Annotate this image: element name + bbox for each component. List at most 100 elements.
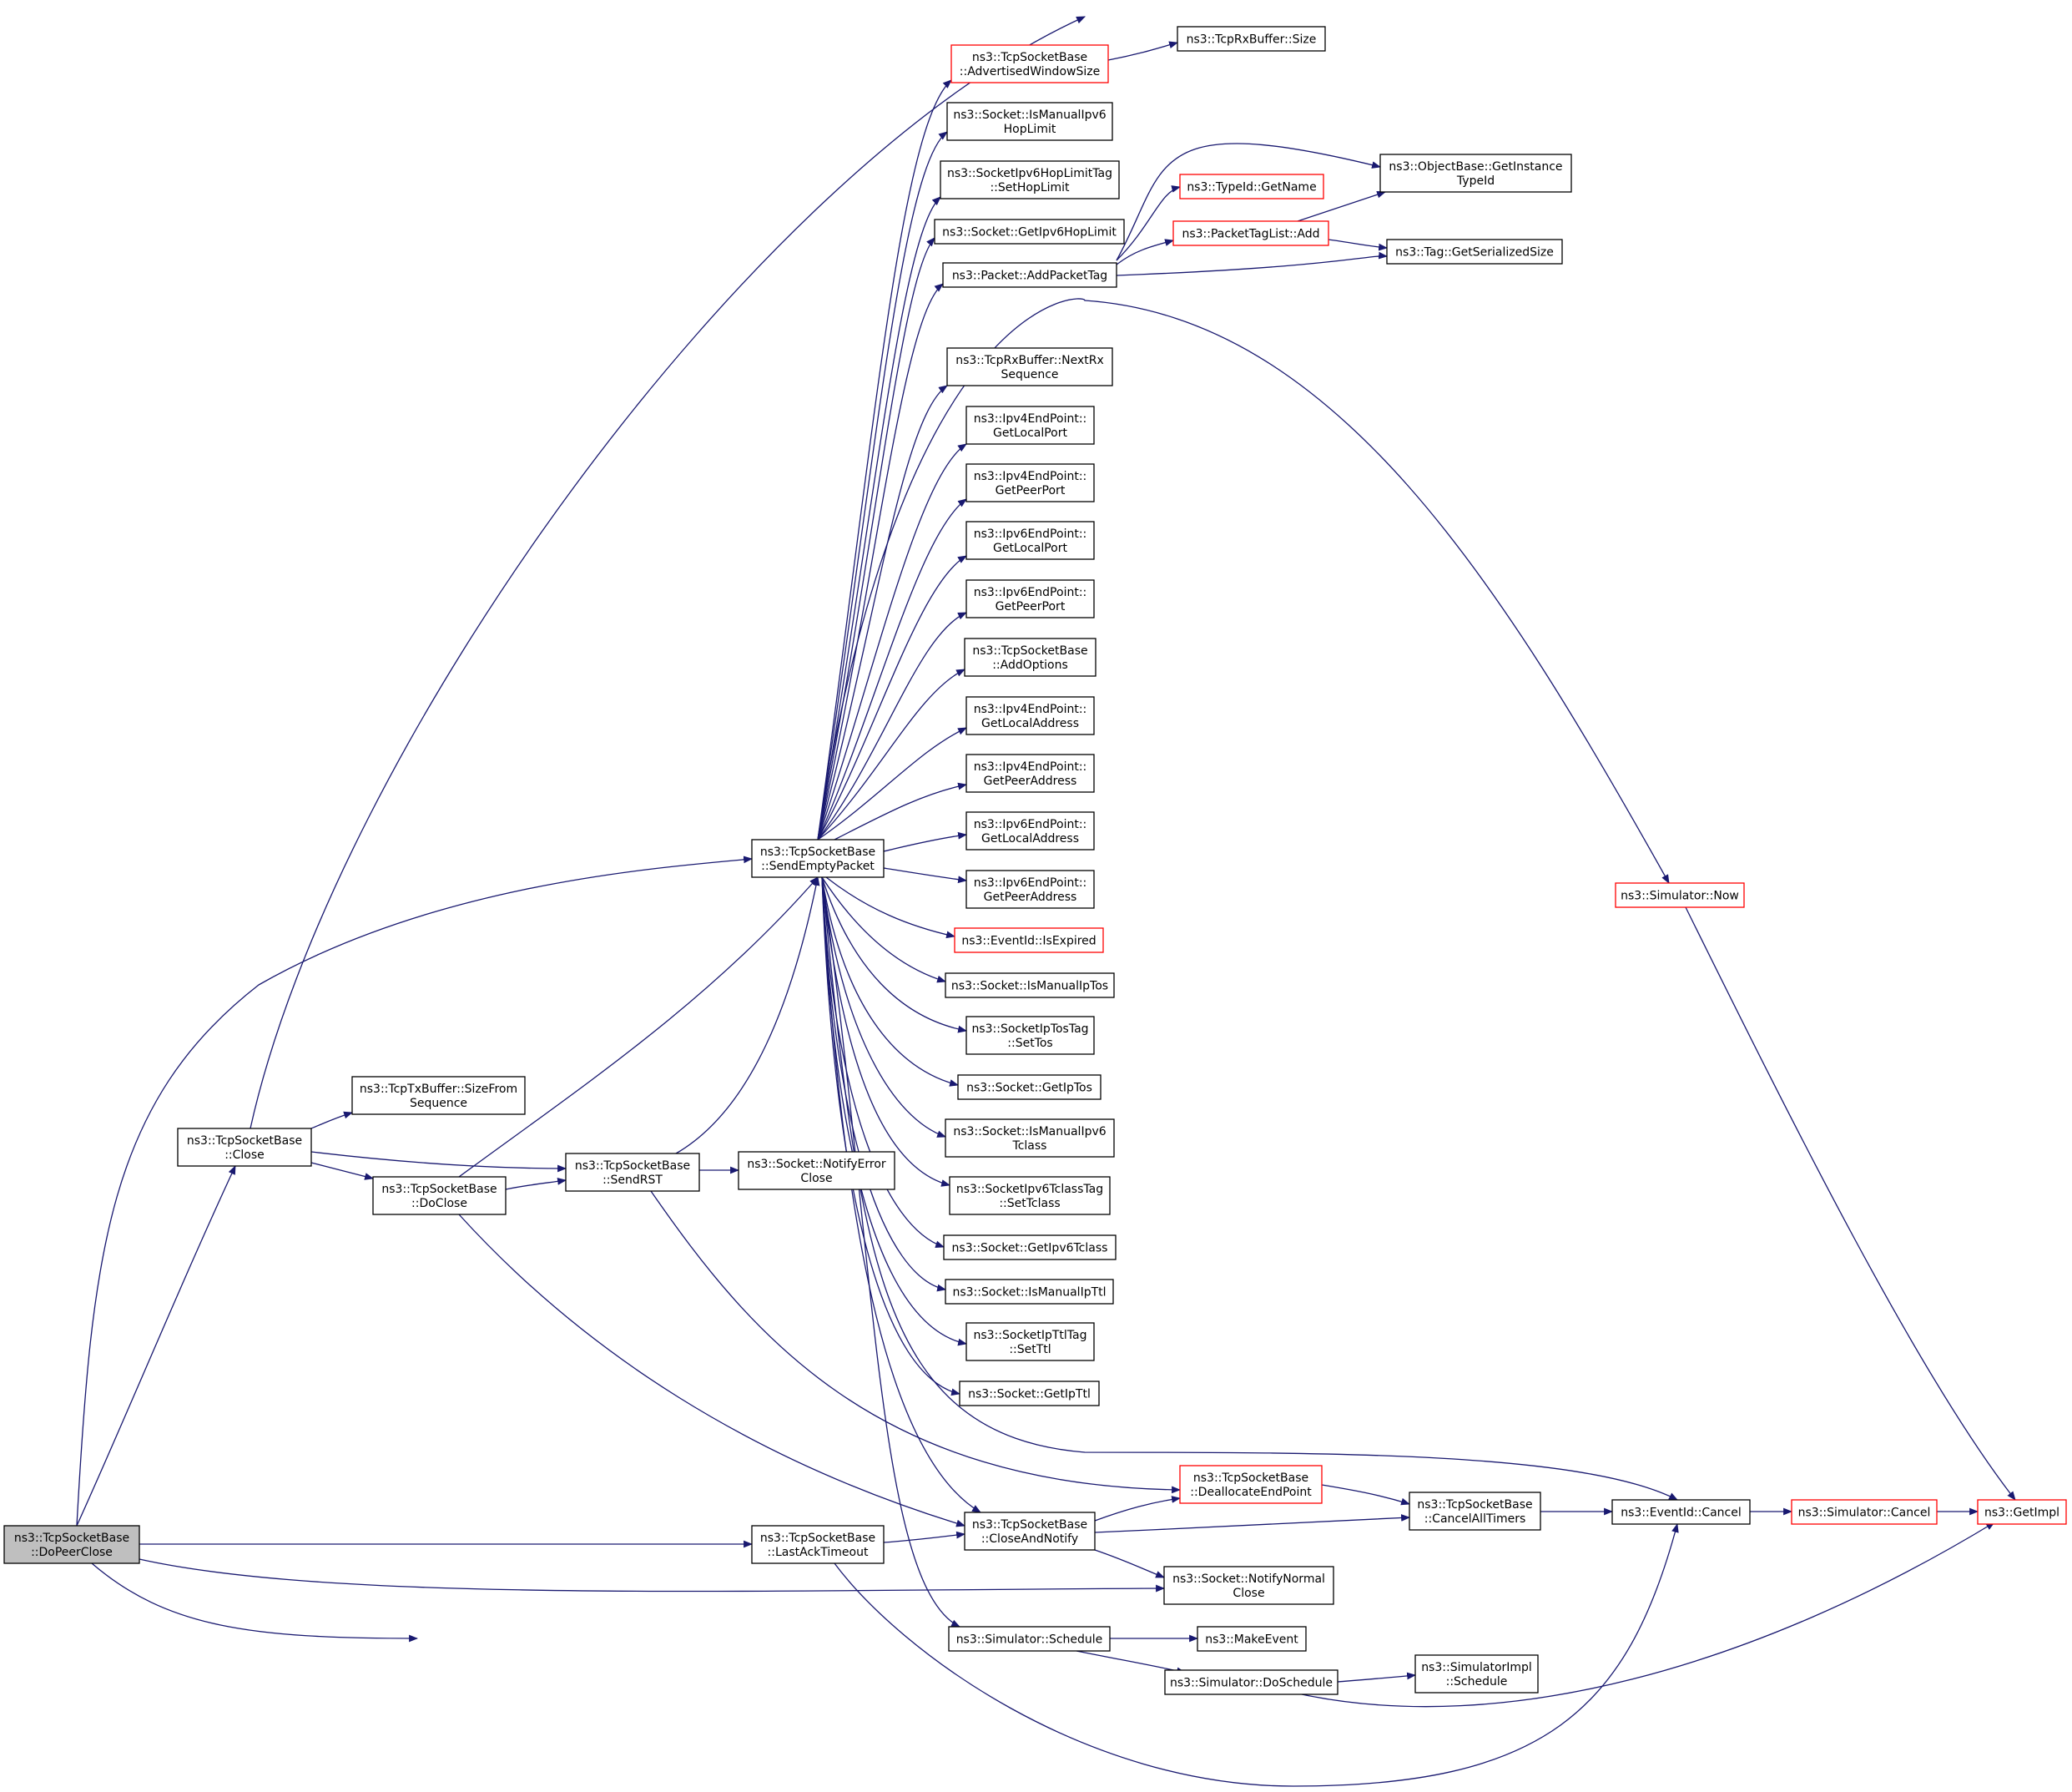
node-box[interactable]: [965, 754, 1095, 793]
node-box[interactable]: [946, 102, 1113, 141]
node-box[interactable]: [1164, 1669, 1338, 1695]
node-box[interactable]: [959, 1381, 1100, 1406]
node-box[interactable]: [964, 638, 1096, 677]
node-simimplschedule[interactable]: ns3::SimulatorImpl::Schedule: [1414, 1654, 1539, 1694]
node-box[interactable]: [565, 1153, 700, 1192]
node-box[interactable]: [751, 839, 885, 878]
node-setttl[interactable]: ns3::SocketIpTtlTag::SetTtl: [965, 1322, 1095, 1361]
node-box[interactable]: [943, 1234, 1117, 1260]
node-box[interactable]: [946, 347, 1113, 386]
node-v6localaddr[interactable]: ns3::Ipv6EndPoint::GetLocalAddress: [965, 811, 1095, 851]
node-box[interactable]: [1791, 1499, 1938, 1525]
node-getipttl[interactable]: ns3::Socket::GetIpTtl: [959, 1381, 1100, 1406]
node-packettaglistadd[interactable]: ns3::PacketTagList::Add: [1172, 220, 1329, 246]
node-box[interactable]: [945, 1118, 1115, 1158]
node-box[interactable]: [965, 1322, 1095, 1361]
node-v6peeraddr[interactable]: ns3::Ipv6EndPoint::GetPeerAddress: [965, 870, 1095, 909]
node-lastack[interactable]: ns3::TcpSocketBase::LastAckTimeout: [751, 1525, 885, 1564]
node-box[interactable]: [965, 696, 1095, 735]
node-gettclass[interactable]: ns3::Socket::GetIpv6Tclass: [943, 1234, 1117, 1260]
node-box[interactable]: [965, 521, 1095, 560]
node-box[interactable]: [1197, 1626, 1307, 1652]
node-box[interactable]: [751, 1525, 885, 1564]
node-addpackettag[interactable]: ns3::Packet::AddPacketTag: [942, 262, 1117, 288]
node-close[interactable]: ns3::TcpSocketBase::Close: [177, 1128, 312, 1167]
node-rxsize[interactable]: ns3::TcpRxBuffer::Size: [1177, 26, 1326, 52]
node-box[interactable]: [1386, 239, 1563, 265]
node-box[interactable]: [1615, 882, 1745, 908]
node-box[interactable]: [940, 160, 1120, 199]
node-box[interactable]: [957, 1074, 1102, 1100]
node-box[interactable]: [948, 1626, 1111, 1652]
node-ismanualttl[interactable]: ns3::Socket::IsManualIpTtl: [945, 1279, 1114, 1305]
node-v6localport[interactable]: ns3::Ipv6EndPoint::GetLocalPort: [965, 521, 1095, 560]
node-gethoplimit[interactable]: ns3::Socket::GetIpv6HopLimit: [934, 219, 1125, 245]
node-v6peerport[interactable]: ns3::Ipv6EndPoint::GetPeerPort: [965, 579, 1095, 618]
node-simcancel[interactable]: ns3::Simulator::Cancel: [1791, 1499, 1938, 1525]
node-doschedule[interactable]: ns3::Simulator::DoSchedule: [1164, 1669, 1338, 1695]
node-box[interactable]: [1414, 1654, 1539, 1694]
node-box[interactable]: [738, 1151, 895, 1190]
node-eventcancel[interactable]: ns3::EventId::Cancel: [1611, 1499, 1751, 1525]
node-box[interactable]: [372, 1176, 507, 1215]
node-box[interactable]: [965, 870, 1095, 909]
node-makeevent[interactable]: ns3::MakeEvent: [1197, 1626, 1307, 1652]
node-box[interactable]: [942, 262, 1117, 288]
node-box[interactable]: [1163, 1566, 1334, 1605]
node-box[interactable]: [965, 463, 1095, 502]
node-box[interactable]: [3, 1525, 140, 1564]
node-root[interactable]: ns3::TcpSocketBase::DoPeerClose: [3, 1525, 140, 1564]
node-box[interactable]: [950, 44, 1109, 83]
node-box[interactable]: [965, 579, 1095, 618]
node-getiptos[interactable]: ns3::Socket::GetIpTos: [957, 1074, 1102, 1100]
node-typeidgetname[interactable]: ns3::TypeId::GetName: [1179, 174, 1324, 199]
node-box[interactable]: [177, 1128, 312, 1167]
node-doclose[interactable]: ns3::TcpSocketBase::DoClose: [372, 1176, 507, 1215]
node-simnow[interactable]: ns3::Simulator::Now: [1615, 882, 1745, 908]
node-closeandnotify[interactable]: ns3::TcpSocketBase::CloseAndNotify: [964, 1512, 1096, 1551]
node-deallocate[interactable]: ns3::TcpSocketBase::DeallocateEndPoint: [1179, 1465, 1323, 1504]
node-box[interactable]: [945, 1279, 1114, 1305]
node-box[interactable]: [965, 811, 1095, 851]
node-box[interactable]: [934, 219, 1125, 245]
node-box[interactable]: [965, 406, 1095, 445]
node-v4localaddr[interactable]: ns3::Ipv4EndPoint::GetLocalAddress: [965, 696, 1095, 735]
node-sendrst[interactable]: ns3::TcpSocketBase::SendRST: [565, 1153, 700, 1192]
node-sethoplimit[interactable]: ns3::SocketIpv6HopLimitTag::SetHopLimit: [940, 160, 1120, 199]
node-box[interactable]: [965, 1016, 1095, 1055]
node-ismanualtos[interactable]: ns3::Socket::IsManualIpTos: [945, 972, 1115, 998]
node-box[interactable]: [1172, 220, 1329, 246]
node-settos[interactable]: ns3::SocketIpTosTag::SetTos: [965, 1016, 1095, 1055]
node-box[interactable]: [1179, 174, 1324, 199]
node-box[interactable]: [954, 927, 1104, 953]
node-box[interactable]: [1379, 154, 1572, 193]
node-v4peerport[interactable]: ns3::Ipv4EndPoint::GetPeerPort: [965, 463, 1095, 502]
node-addoptions[interactable]: ns3::TcpSocketBase::AddOptions: [964, 638, 1096, 677]
node-getserializedsize[interactable]: ns3::Tag::GetSerializedSize: [1386, 239, 1563, 265]
node-box[interactable]: [1177, 26, 1326, 52]
node-advwin[interactable]: ns3::TcpSocketBase::AdvertisedWindowSize: [950, 44, 1109, 83]
node-cancelalltimers[interactable]: ns3::TcpSocketBase::CancelAllTimers: [1409, 1492, 1541, 1531]
node-sendempty[interactable]: ns3::TcpSocketBase::SendEmptyPacket: [751, 839, 885, 878]
node-box[interactable]: [1409, 1492, 1541, 1531]
node-getimpl[interactable]: ns3::GetImpl: [1977, 1499, 2067, 1525]
node-box[interactable]: [351, 1076, 526, 1115]
node-isexpired[interactable]: ns3::EventId::IsExpired: [954, 927, 1104, 953]
node-box[interactable]: [949, 1176, 1111, 1215]
node-box[interactable]: [1611, 1499, 1751, 1525]
node-box[interactable]: [964, 1512, 1096, 1551]
node-box[interactable]: [945, 972, 1115, 998]
node-v4localport[interactable]: ns3::Ipv4EndPoint::GetLocalPort: [965, 406, 1095, 445]
node-box[interactable]: [1977, 1499, 2067, 1525]
node-v4peeraddr[interactable]: ns3::Ipv4EndPoint::GetPeerAddress: [965, 754, 1095, 793]
node-box[interactable]: [1179, 1465, 1323, 1504]
node-settclass[interactable]: ns3::SocketIpv6TclassTag::SetTclass: [949, 1176, 1111, 1215]
node-simschedule[interactable]: ns3::Simulator::Schedule: [948, 1626, 1111, 1652]
